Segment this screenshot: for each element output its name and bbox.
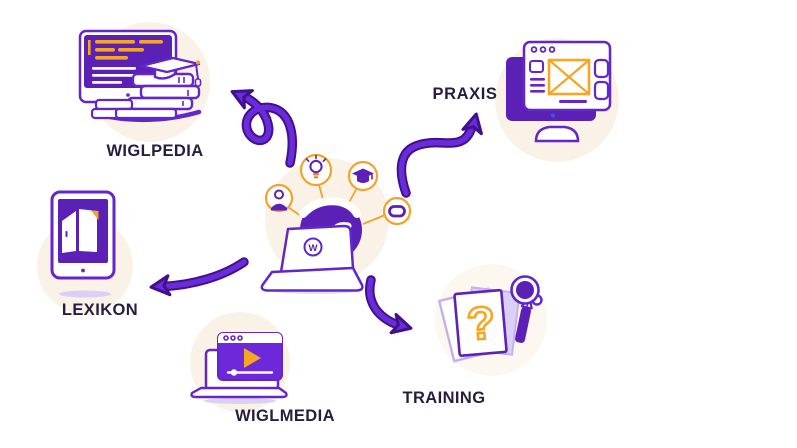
lexikon-illustration	[37, 190, 133, 314]
node-label-wiglpedia: WIGLPEDIA	[106, 142, 204, 160]
coffee-cup-icon	[510, 275, 543, 306]
progress-knob	[230, 369, 238, 376]
shadow	[204, 398, 276, 404]
training-illustration: ?	[435, 264, 547, 376]
tablet-icon	[382, 196, 412, 226]
screen-text-lines	[88, 40, 163, 84]
monitor-stand	[534, 125, 580, 143]
papers-icon: ?	[437, 286, 521, 363]
user-icon	[264, 183, 294, 213]
laptop-icon: W	[260, 224, 364, 292]
graduation-cap-icon	[347, 160, 379, 192]
wiglmedia-illustration	[190, 312, 290, 412]
arrow-to-lexikon	[149, 257, 249, 297]
image-placeholder-icon	[547, 58, 591, 96]
page-fold	[91, 210, 99, 220]
books-icon	[90, 72, 201, 120]
question-mark: ?	[465, 296, 498, 350]
node-label-training: TRAINING	[402, 389, 486, 407]
node-label-praxis: PRAXIS	[432, 85, 498, 103]
shadow	[59, 290, 111, 298]
logo-w: W	[309, 243, 318, 254]
browser-window-icon	[522, 40, 612, 112]
praxis-illustration	[495, 38, 619, 162]
central-hub-illustration: W	[260, 153, 412, 294]
power-dot	[551, 113, 555, 118]
node-label-lexikon: LEXIKON	[61, 301, 139, 319]
lightbulb-icon	[299, 153, 333, 187]
wiglpedia-illustration	[78, 22, 210, 142]
tassel-knot	[196, 60, 200, 65]
video-player-icon	[217, 332, 283, 381]
node-label-wiglmedia: WIGLMEDIA	[235, 407, 335, 425]
open-book-icon	[62, 209, 99, 253]
play-icon	[244, 348, 261, 368]
graduation-cap-icon	[139, 56, 202, 87]
